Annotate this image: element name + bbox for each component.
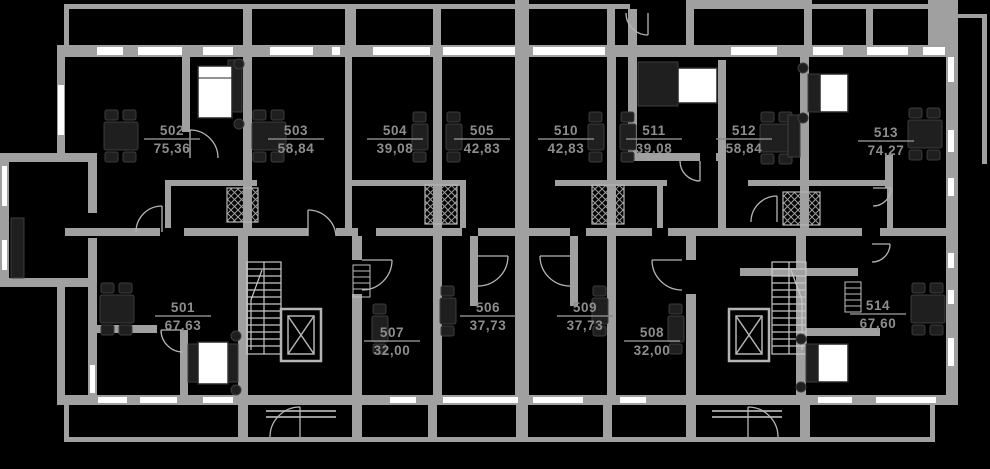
apartment-label-511: 511 39,08 (626, 123, 682, 156)
dining-set-icon (907, 107, 943, 161)
dining-set-icon (103, 109, 139, 163)
apartment-label-509: 509 37,73 (557, 300, 613, 333)
door-arc (135, 205, 163, 233)
bed-icon (197, 58, 245, 130)
small-table-icon (371, 303, 389, 355)
beds-layer (187, 58, 849, 396)
apartment-area: 58,84 (278, 141, 315, 156)
staircase-right-icon (771, 261, 807, 355)
door-arc (747, 406, 779, 438)
door-arc (189, 129, 219, 159)
apartment-area: 32,00 (374, 343, 411, 358)
door-arc (477, 255, 509, 287)
bed-icon (795, 333, 849, 393)
apartment-area: 32,00 (634, 343, 671, 358)
apartment-number: 505 (470, 123, 494, 138)
dining-set-icon (910, 282, 946, 336)
door-arc (361, 259, 393, 291)
small-table-icon (667, 303, 685, 355)
apartment-area: 42,83 (464, 141, 501, 156)
apartment-number: 509 (573, 300, 597, 315)
door-arc (750, 195, 778, 223)
apartment-labels: 502 75,36 503 58,84 504 39,08 505 42,83 … (144, 123, 914, 358)
shaft-hatch-icon (226, 187, 259, 223)
small-table-icon (587, 111, 605, 163)
shaft-hatch-icon (424, 184, 458, 225)
apartment-label-501: 501 67,63 (155, 300, 211, 333)
door-arc (539, 255, 571, 287)
dining-set-icon (99, 282, 135, 336)
apartment-number: 507 (380, 325, 404, 340)
apartment-area: 67,63 (165, 318, 202, 333)
door-arc (871, 243, 891, 263)
kitchen-icon (787, 114, 801, 158)
apartment-label-514: 514 67,60 (850, 298, 906, 331)
apartment-label-502: 502 75,36 (144, 123, 200, 156)
apartment-number: 506 (476, 300, 500, 315)
apartment-number: 513 (874, 125, 898, 140)
apartment-label-510: 510 42,83 (538, 123, 594, 156)
apartment-number: 504 (383, 123, 407, 138)
apartment-number: 503 (284, 123, 308, 138)
small-table-icon (591, 285, 609, 337)
door-arc (307, 209, 337, 237)
apartment-number: 511 (642, 123, 666, 138)
apartment-number: 502 (160, 123, 184, 138)
apartment-area: 39,08 (377, 141, 414, 156)
apartment-label-503: 503 58,84 (268, 123, 324, 156)
apartment-number: 508 (640, 325, 664, 340)
apartment-label-513: 513 74,27 (858, 125, 914, 158)
apartment-area: 74,27 (868, 143, 905, 158)
vent-shafts (226, 184, 821, 226)
elevator-right-icon (727, 307, 771, 363)
door-arc (651, 259, 683, 291)
apartment-label-506: 506 37,73 (460, 300, 516, 333)
apartment-number: 514 (866, 298, 890, 313)
apartment-label-508: 508 32,00 (624, 325, 680, 358)
dining-set-icon (251, 109, 287, 163)
door-arc (679, 160, 701, 182)
door-arc (160, 329, 184, 353)
apartment-area: 37,73 (567, 318, 604, 333)
windows-layer (2, 47, 954, 403)
door-arc (269, 406, 301, 438)
bed-icon (797, 62, 849, 124)
apartment-area: 75,36 (154, 141, 191, 156)
apartment-label-507: 507 32,00 (364, 325, 420, 358)
bed-icon (187, 330, 242, 396)
small-table-icon (619, 111, 637, 163)
apartment-area: 67,60 (860, 316, 897, 331)
shaft-hatch-icon (591, 184, 625, 225)
apartment-area: 42,83 (548, 141, 585, 156)
sofa-icon (10, 217, 25, 279)
small-table-icon (439, 285, 457, 337)
elevator-left-icon (279, 307, 323, 363)
small-table-icon (411, 111, 429, 163)
apartment-label-504: 504 39,08 (367, 123, 423, 156)
apartment-number: 512 (732, 123, 756, 138)
door-arcs (135, 12, 892, 438)
apartment-label-505: 505 42,83 (454, 123, 510, 156)
apartment-number: 501 (171, 300, 195, 315)
apartment-number: 510 (554, 123, 578, 138)
apartment-area: 37,73 (470, 318, 507, 333)
apartment-area: 58,84 (726, 141, 763, 156)
furniture-layer (10, 59, 946, 355)
door-arc (872, 187, 892, 207)
door-arc (625, 12, 649, 36)
shaft-hatch-icon (782, 191, 821, 226)
door-openings (160, 228, 880, 236)
apartment-area: 39,08 (636, 141, 673, 156)
apartment-label-512: 512 58,84 (716, 123, 772, 156)
small-table-icon (445, 111, 463, 163)
bed-icon (637, 61, 718, 107)
mini-steps (352, 264, 862, 313)
